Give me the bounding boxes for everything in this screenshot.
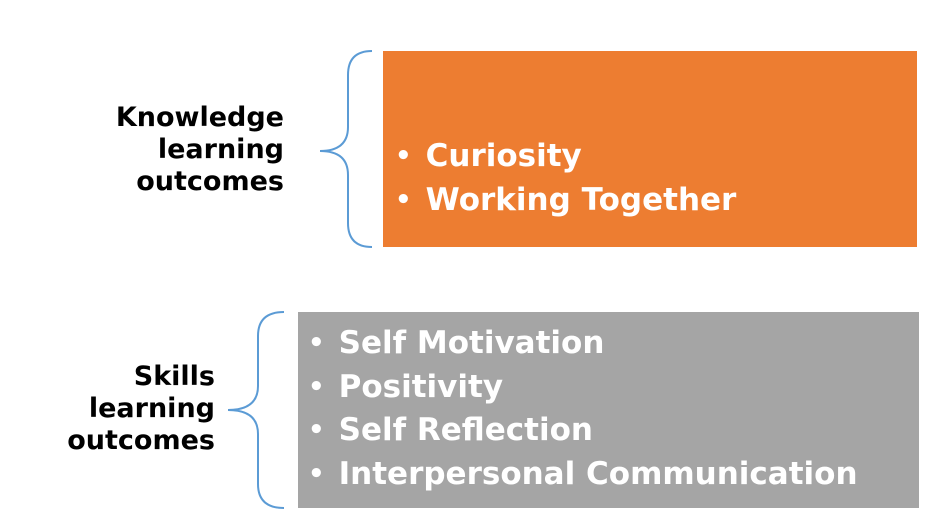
left-brace-skills (227, 311, 285, 509)
label-line: Knowledge (115, 102, 284, 133)
label-line: outcomes (136, 166, 284, 197)
skills-outcomes-box: Self Motivation Positivity Self Reflecti… (298, 312, 919, 508)
list-item: Self Motivation (308, 322, 919, 366)
list-item: Positivity (308, 366, 919, 410)
knowledge-outcomes-label: Knowledge learning outcomes (116, 102, 284, 198)
skills-outcomes-label: Skills learning outcomes (67, 361, 215, 457)
list-item: Self Reflection (308, 409, 919, 453)
list-item: Working Together (395, 179, 917, 223)
left-brace-knowledge (319, 50, 373, 248)
knowledge-outcomes-box: Curiosity Working Together (383, 51, 917, 247)
label-line: learning (157, 134, 284, 165)
label-line: learning (88, 393, 215, 424)
list-item: Interpersonal Communication (308, 453, 919, 497)
label-line: Skills (133, 361, 215, 392)
label-line: outcomes (67, 425, 215, 456)
list-item: Curiosity (395, 135, 917, 179)
